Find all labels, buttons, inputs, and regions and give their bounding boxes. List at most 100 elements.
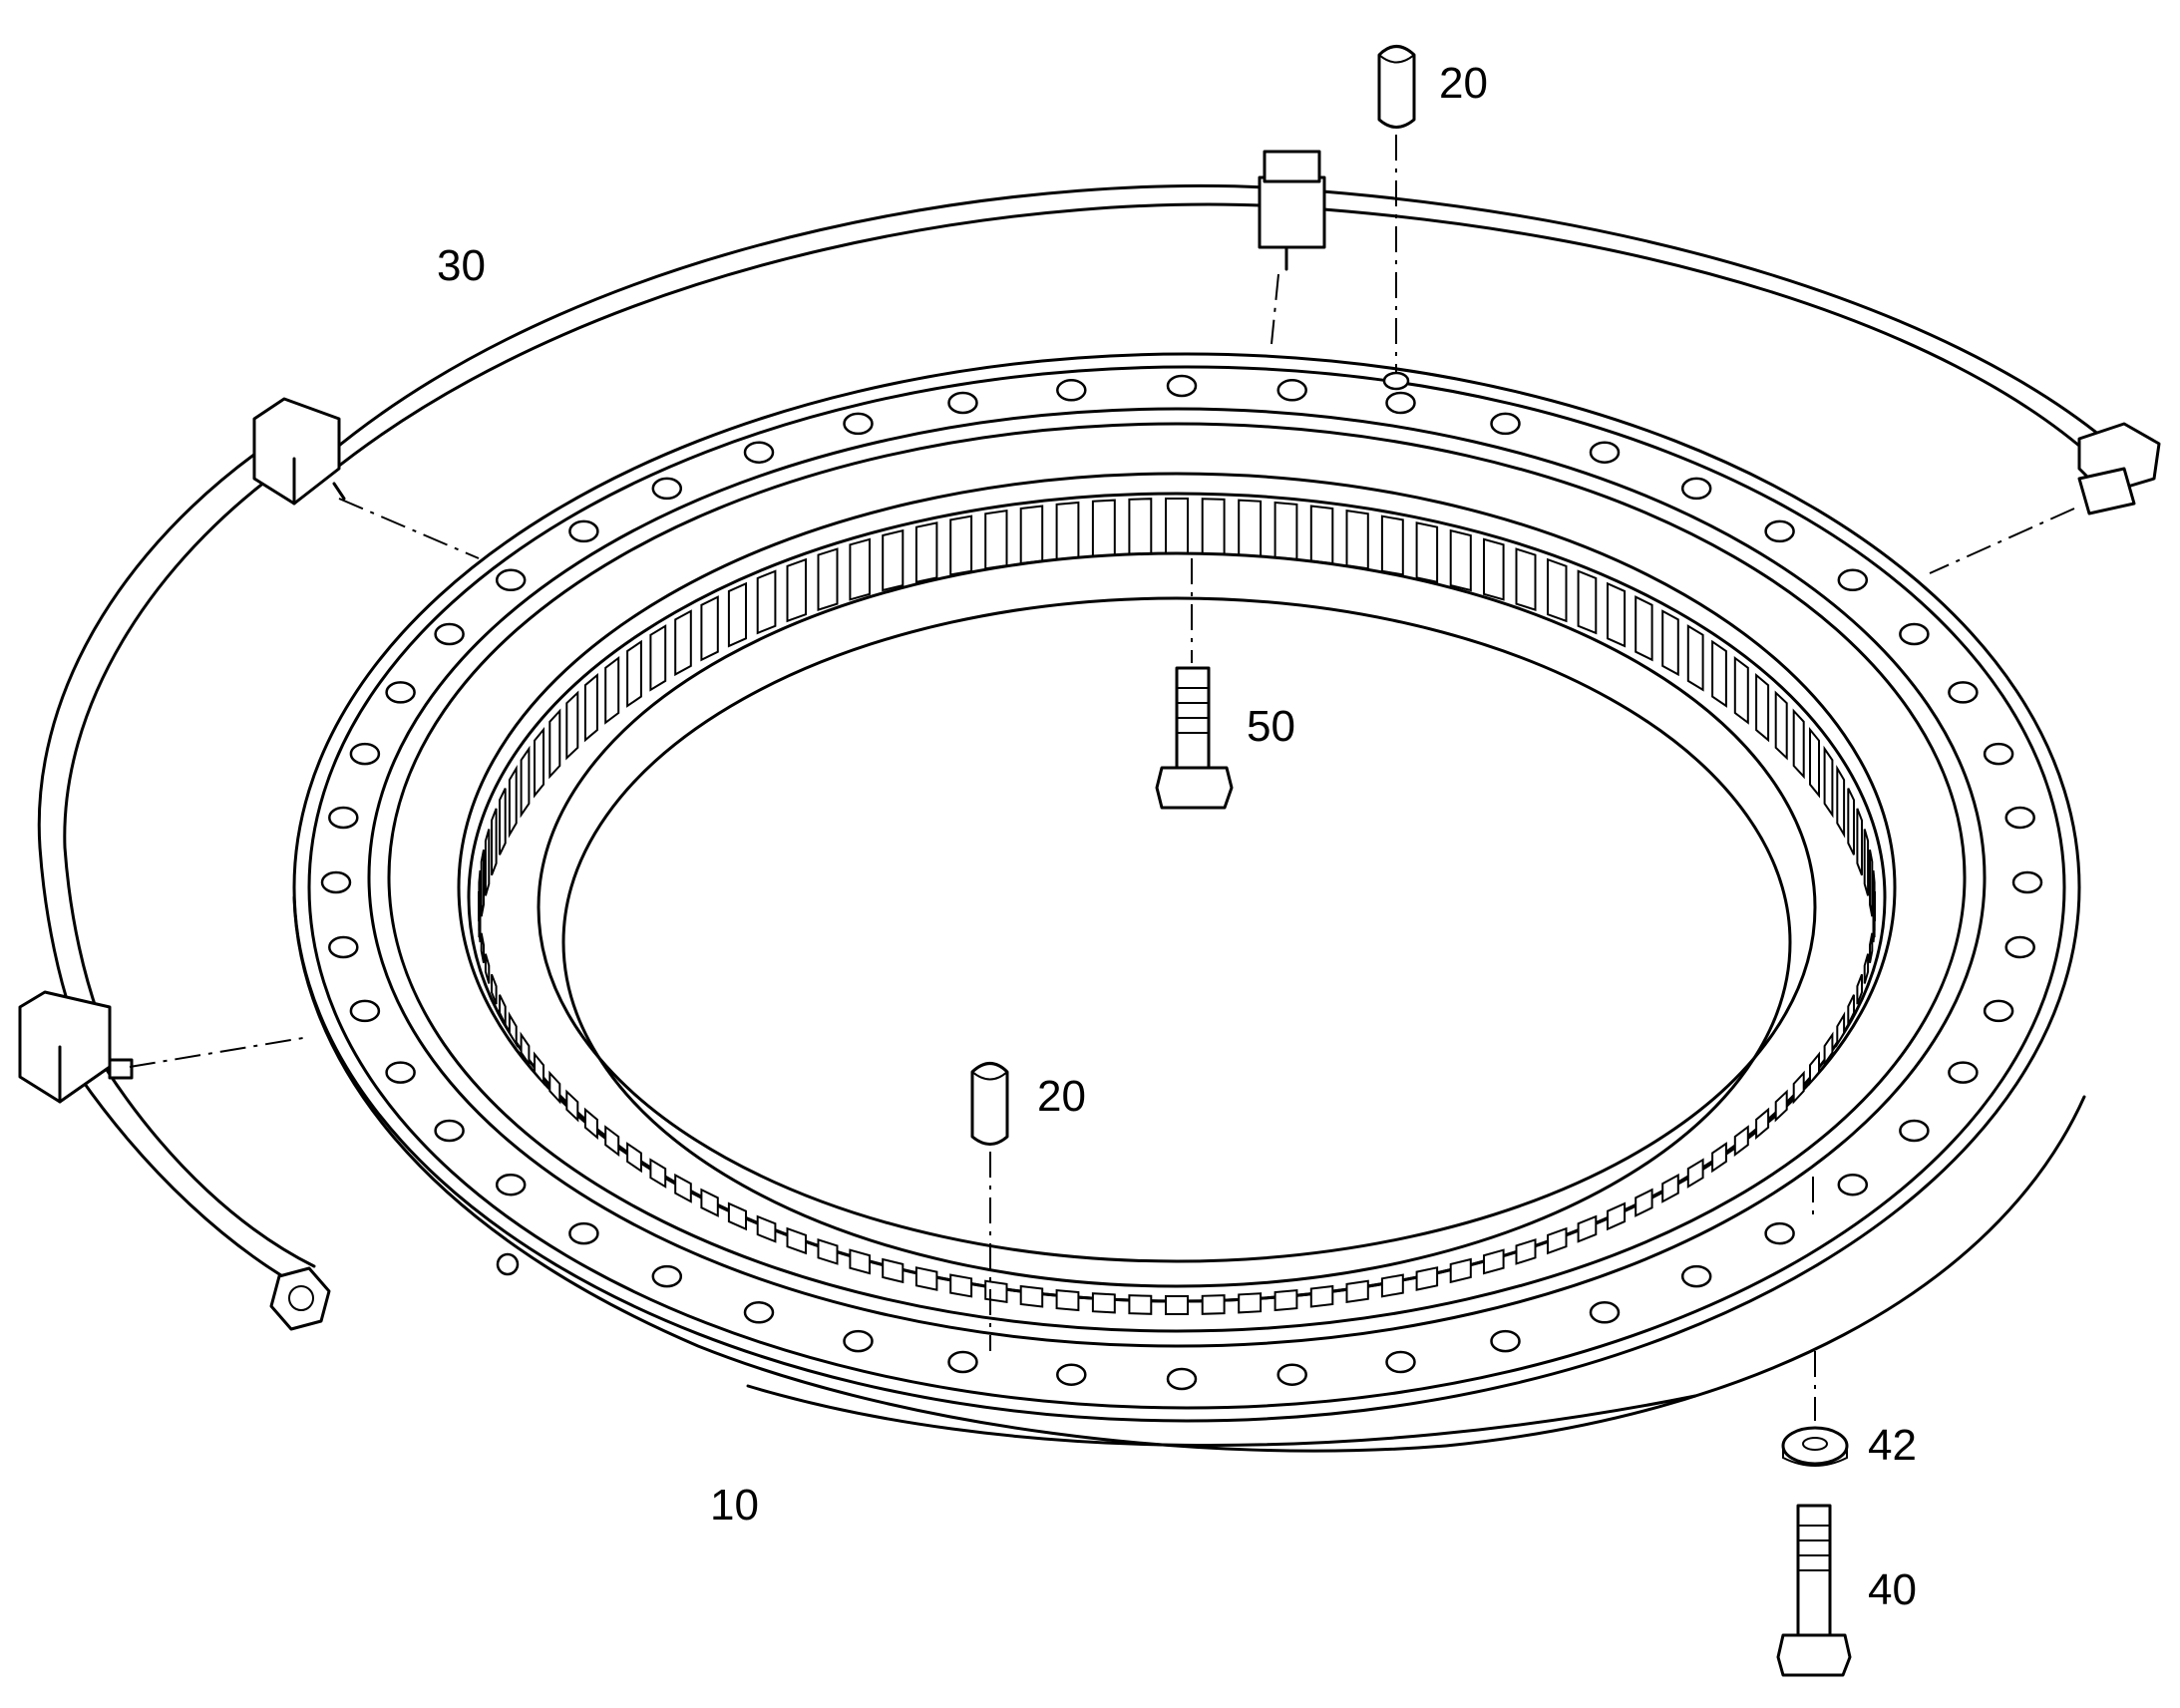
gear-tooth: [1755, 1107, 1770, 1141]
distributor-block-top: [1258, 150, 1326, 271]
gear-tooth: [1635, 595, 1653, 662]
gear-tooth: [583, 672, 598, 743]
bolt-hole: [1837, 568, 1869, 592]
gear-tooth: [1547, 1226, 1568, 1255]
bolt-hole: [1764, 1221, 1795, 1245]
gear-tooth: [508, 764, 518, 839]
bolt-hole: [1764, 519, 1795, 543]
bolt-hole: [1490, 1329, 1521, 1353]
gear-tooth: [1415, 1266, 1439, 1291]
gear-tooth: [1345, 509, 1369, 570]
bolt-hole: [2004, 806, 2035, 830]
gear-tooth: [1309, 505, 1334, 565]
gear-tooth: [1515, 1238, 1537, 1265]
gear-tooth: [1577, 1214, 1598, 1243]
gear-tooth: [1483, 537, 1505, 601]
callout-20-top: 20: [1439, 59, 1488, 108]
gear-tooth: [1809, 1051, 1820, 1087]
gear-tooth: [1856, 808, 1863, 876]
bolt-hole: [1948, 681, 1979, 704]
gear-tooth: [508, 1011, 518, 1049]
bolt-hole: [1276, 379, 1307, 402]
gear-tooth: [1483, 1248, 1505, 1275]
gear-tooth: [1863, 953, 1870, 984]
gear-tooth: [1869, 932, 1874, 963]
bolt-hole: [1166, 1367, 1198, 1391]
gear-tooth: [1273, 1289, 1298, 1312]
bolt-hole: [1276, 1363, 1307, 1386]
gear-tooth: [1449, 1257, 1472, 1284]
gear-tooth: [700, 1188, 719, 1217]
gear-tooth: [1774, 690, 1788, 761]
grease-nipple-port: [496, 1252, 520, 1276]
gear-tooth: [478, 869, 482, 938]
gear-tooth: [1091, 1292, 1116, 1314]
gear-tooth: [914, 1266, 938, 1291]
gear-tooth: [949, 514, 973, 576]
gear-tooth: [499, 788, 507, 855]
bolt-hole: [1385, 391, 1416, 415]
distributor-block-left-lower: [18, 990, 134, 1104]
gear-tooth: [882, 528, 905, 592]
gear-tooth: [984, 509, 1008, 570]
gear-tooth: [565, 690, 579, 761]
bolt-hole: [495, 1173, 527, 1196]
gear-tooth: [1836, 1011, 1846, 1049]
gear-tooth: [1128, 1294, 1153, 1315]
gear-tooth: [1091, 499, 1116, 557]
bolt-hole: [1056, 379, 1087, 402]
gear-tooth: [914, 521, 938, 583]
gear-tooth: [1607, 581, 1627, 648]
gear-tooth: [626, 1142, 642, 1174]
gear-tooth: [1380, 514, 1404, 576]
gear-tooth: [1238, 1292, 1263, 1314]
bolt-hole: [568, 519, 599, 543]
bolt-hole: [320, 870, 352, 894]
gear-tooth: [700, 595, 719, 662]
bolt-hole: [1680, 1264, 1712, 1288]
gear-tooth: [674, 1173, 692, 1203]
gear-tooth: [1055, 1289, 1080, 1312]
gear-tooth: [1019, 1284, 1044, 1308]
bolt-hole: [743, 1301, 775, 1324]
gear-tooth: [484, 953, 491, 984]
bolt-hole: [495, 568, 527, 592]
bolt-hole: [1983, 999, 2014, 1023]
bolt-hole: [651, 477, 683, 501]
bolt-hole: [2004, 935, 2035, 959]
callout-20-bottom: 20: [1037, 1072, 1086, 1121]
gear-tooth: [1823, 745, 1834, 819]
gear-tooth: [1872, 869, 1876, 938]
bolt-hole: [1056, 1363, 1087, 1386]
bolt-hole: [349, 742, 381, 766]
bolt-hole: [1899, 1119, 1930, 1143]
gear-tooth: [984, 1279, 1008, 1304]
gear-tooth: [1661, 609, 1679, 677]
callout-50: 50: [1247, 702, 1295, 751]
bolt-hole: [1589, 1301, 1621, 1324]
gear-tooth: [786, 1226, 807, 1255]
bolt-holes: [320, 374, 2043, 1391]
gear-tooth: [583, 1107, 598, 1141]
gear-tooth: [1869, 850, 1874, 917]
gear-tooth: [1847, 994, 1855, 1025]
gear-tooth: [491, 973, 498, 1005]
gear-tooth: [1733, 655, 1749, 725]
gear-tooth: [1165, 1295, 1189, 1315]
gear-tooth: [548, 708, 561, 780]
bolt-hole: [1948, 1061, 1979, 1084]
gear-tooth: [1055, 501, 1080, 560]
gear-tooth: [626, 639, 642, 708]
bolt-hole: [947, 391, 978, 415]
gear-tooth: [565, 1089, 579, 1123]
gear-tooth: [1273, 501, 1298, 560]
gear-tooth: [1309, 1284, 1334, 1308]
gear-tooth: [480, 850, 485, 917]
gear-tooth: [1577, 569, 1598, 635]
gear-tooth: [1547, 557, 1568, 623]
gear-tooth: [756, 569, 777, 635]
gear-tooth: [1019, 505, 1044, 565]
gear-teeth: [478, 498, 1876, 1315]
gear-tooth: [1201, 1294, 1226, 1315]
